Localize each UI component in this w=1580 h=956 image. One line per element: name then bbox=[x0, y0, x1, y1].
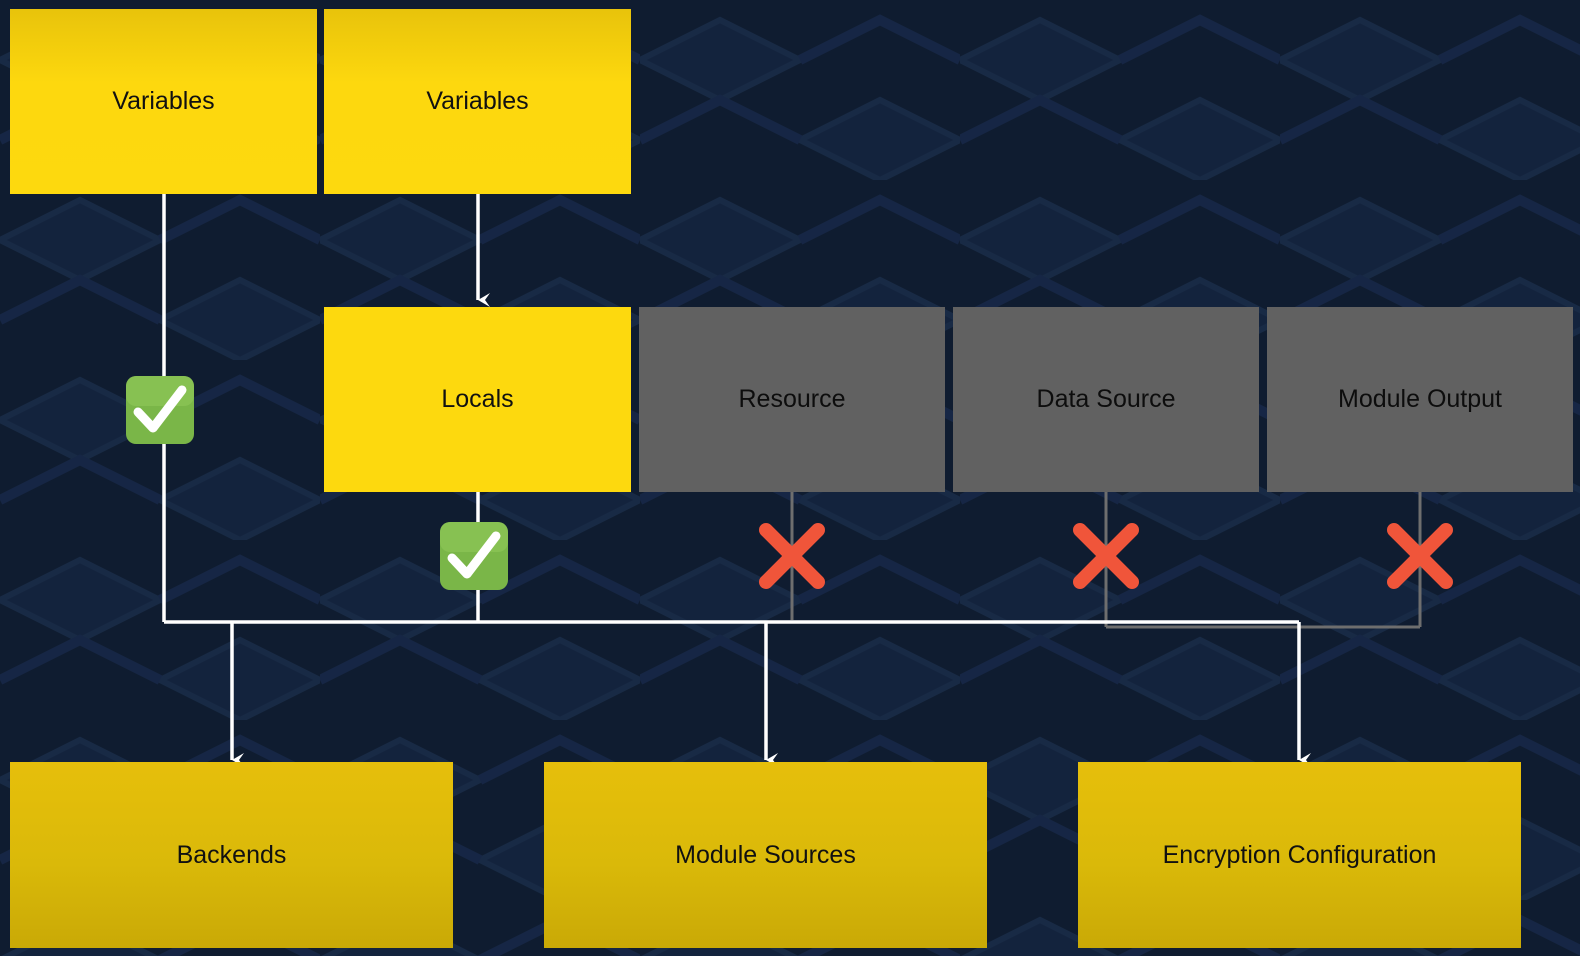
cross-mark-icon bbox=[1387, 523, 1453, 589]
module-output-node-label: Module Output bbox=[1338, 385, 1502, 413]
variables-node-1-label: Variables bbox=[112, 87, 215, 115]
check-mark-icon bbox=[440, 522, 508, 590]
cross-mark-icon bbox=[1073, 523, 1139, 589]
locals-node: Locals bbox=[324, 307, 631, 492]
module-output-node: Module Output bbox=[1267, 307, 1573, 492]
check-mark-icon bbox=[126, 376, 194, 444]
backends-node: Backends bbox=[10, 762, 453, 948]
encryption-configuration-node: Encryption Configuration bbox=[1078, 762, 1521, 948]
variables-node-2: Variables bbox=[324, 9, 631, 194]
resource-node-label: Resource bbox=[738, 385, 846, 413]
module-sources-node-label: Module Sources bbox=[675, 840, 856, 869]
cross-mark-icon bbox=[759, 523, 825, 589]
data-source-node: Data Source bbox=[953, 307, 1259, 492]
variables-node-2-label: Variables bbox=[426, 87, 529, 115]
locals-node-label: Locals bbox=[441, 385, 514, 413]
backends-node-label: Backends bbox=[176, 840, 287, 869]
variables-node-1: Variables bbox=[10, 9, 317, 194]
module-sources-node: Module Sources bbox=[544, 762, 987, 948]
data-source-node-label: Data Source bbox=[1036, 385, 1176, 413]
resource-node: Resource bbox=[639, 307, 945, 492]
encryption-configuration-node-label: Encryption Configuration bbox=[1162, 840, 1437, 869]
